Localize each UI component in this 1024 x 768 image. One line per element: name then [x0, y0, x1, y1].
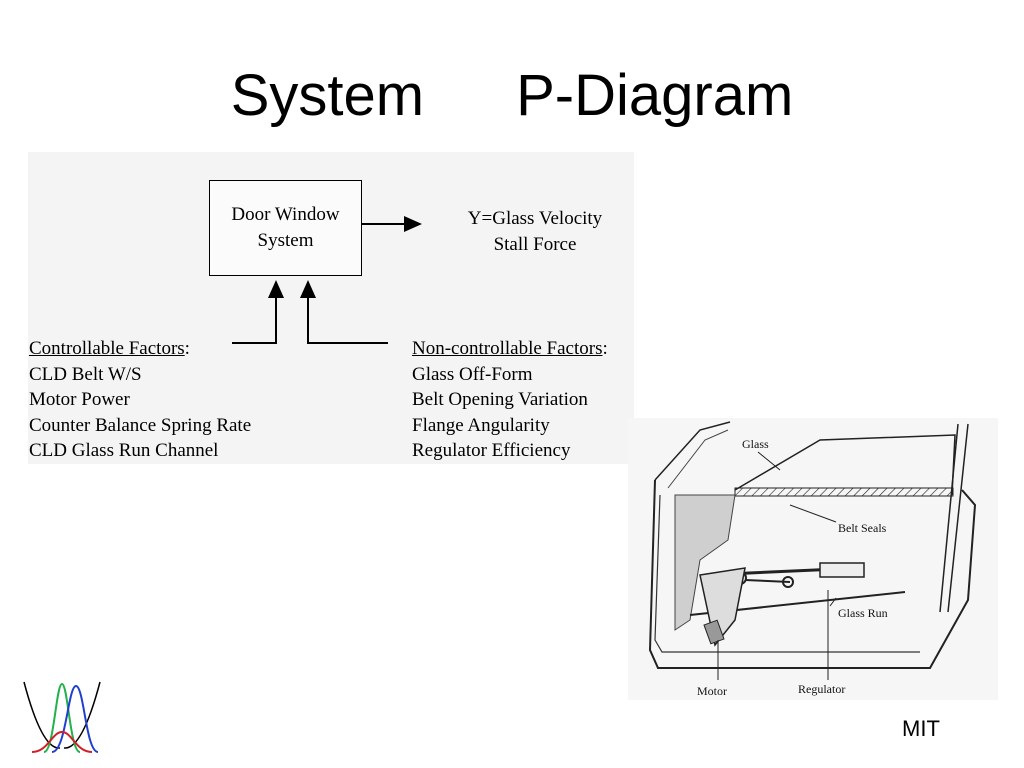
system-box-line2: System — [257, 230, 314, 251]
noncontrollable-item: Belt Opening Variation — [412, 389, 588, 410]
controllable-heading: Controllable Factors: — [29, 338, 190, 359]
door-label-motor: Motor — [697, 684, 727, 698]
noncontrollable-item: Flange Angularity — [412, 414, 550, 436]
controllable-item: CLD Belt W/S — [29, 363, 142, 385]
output-line2: Stall Force — [493, 234, 577, 255]
title-right: P-Diagram — [516, 63, 794, 128]
door-label-glass: Glass — [742, 437, 769, 451]
noncontrollable-item: Glass Off-Form — [412, 363, 533, 385]
controllable-item: Counter Balance Spring Rate — [29, 414, 252, 436]
controllable-factors: Controllable Factors: CLD Belt W/S Motor… — [29, 336, 251, 464]
title-left: System — [230, 63, 425, 128]
noncontrollable-heading: Non-controllable Factors: — [412, 338, 608, 359]
output-response: Y=Glass Velocity Stall Force — [430, 206, 640, 258]
door-label-belt-seals: Belt Seals — [838, 521, 887, 535]
system-box-line1: Door Window — [231, 204, 340, 225]
controllable-item: CLD Glass Run Channel — [29, 440, 219, 461]
door-label-glass-run: Glass Run — [838, 606, 888, 620]
noncontrollable-arrow — [300, 280, 388, 344]
output-line1: Y=Glass Velocity — [467, 208, 603, 229]
controllable-arrow — [232, 280, 284, 344]
door-label-regulator: Regulator — [798, 682, 846, 696]
controllable-item: Motor Power — [29, 389, 130, 410]
controllable-heading-text: Controllable Factors — [29, 338, 185, 359]
page-title: System P-Diagram — [0, 62, 1024, 129]
system-box: Door Window System — [209, 180, 362, 276]
noncontrollable-item: Regulator Efficiency — [412, 440, 571, 461]
distribution-curves-logo — [23, 681, 101, 753]
noncontrollable-heading-text: Non-controllable Factors — [412, 338, 603, 359]
noncontrollable-factors: Non-controllable Factors: Glass Off-Form… — [412, 336, 608, 464]
mit-label: MIT — [902, 716, 940, 741]
